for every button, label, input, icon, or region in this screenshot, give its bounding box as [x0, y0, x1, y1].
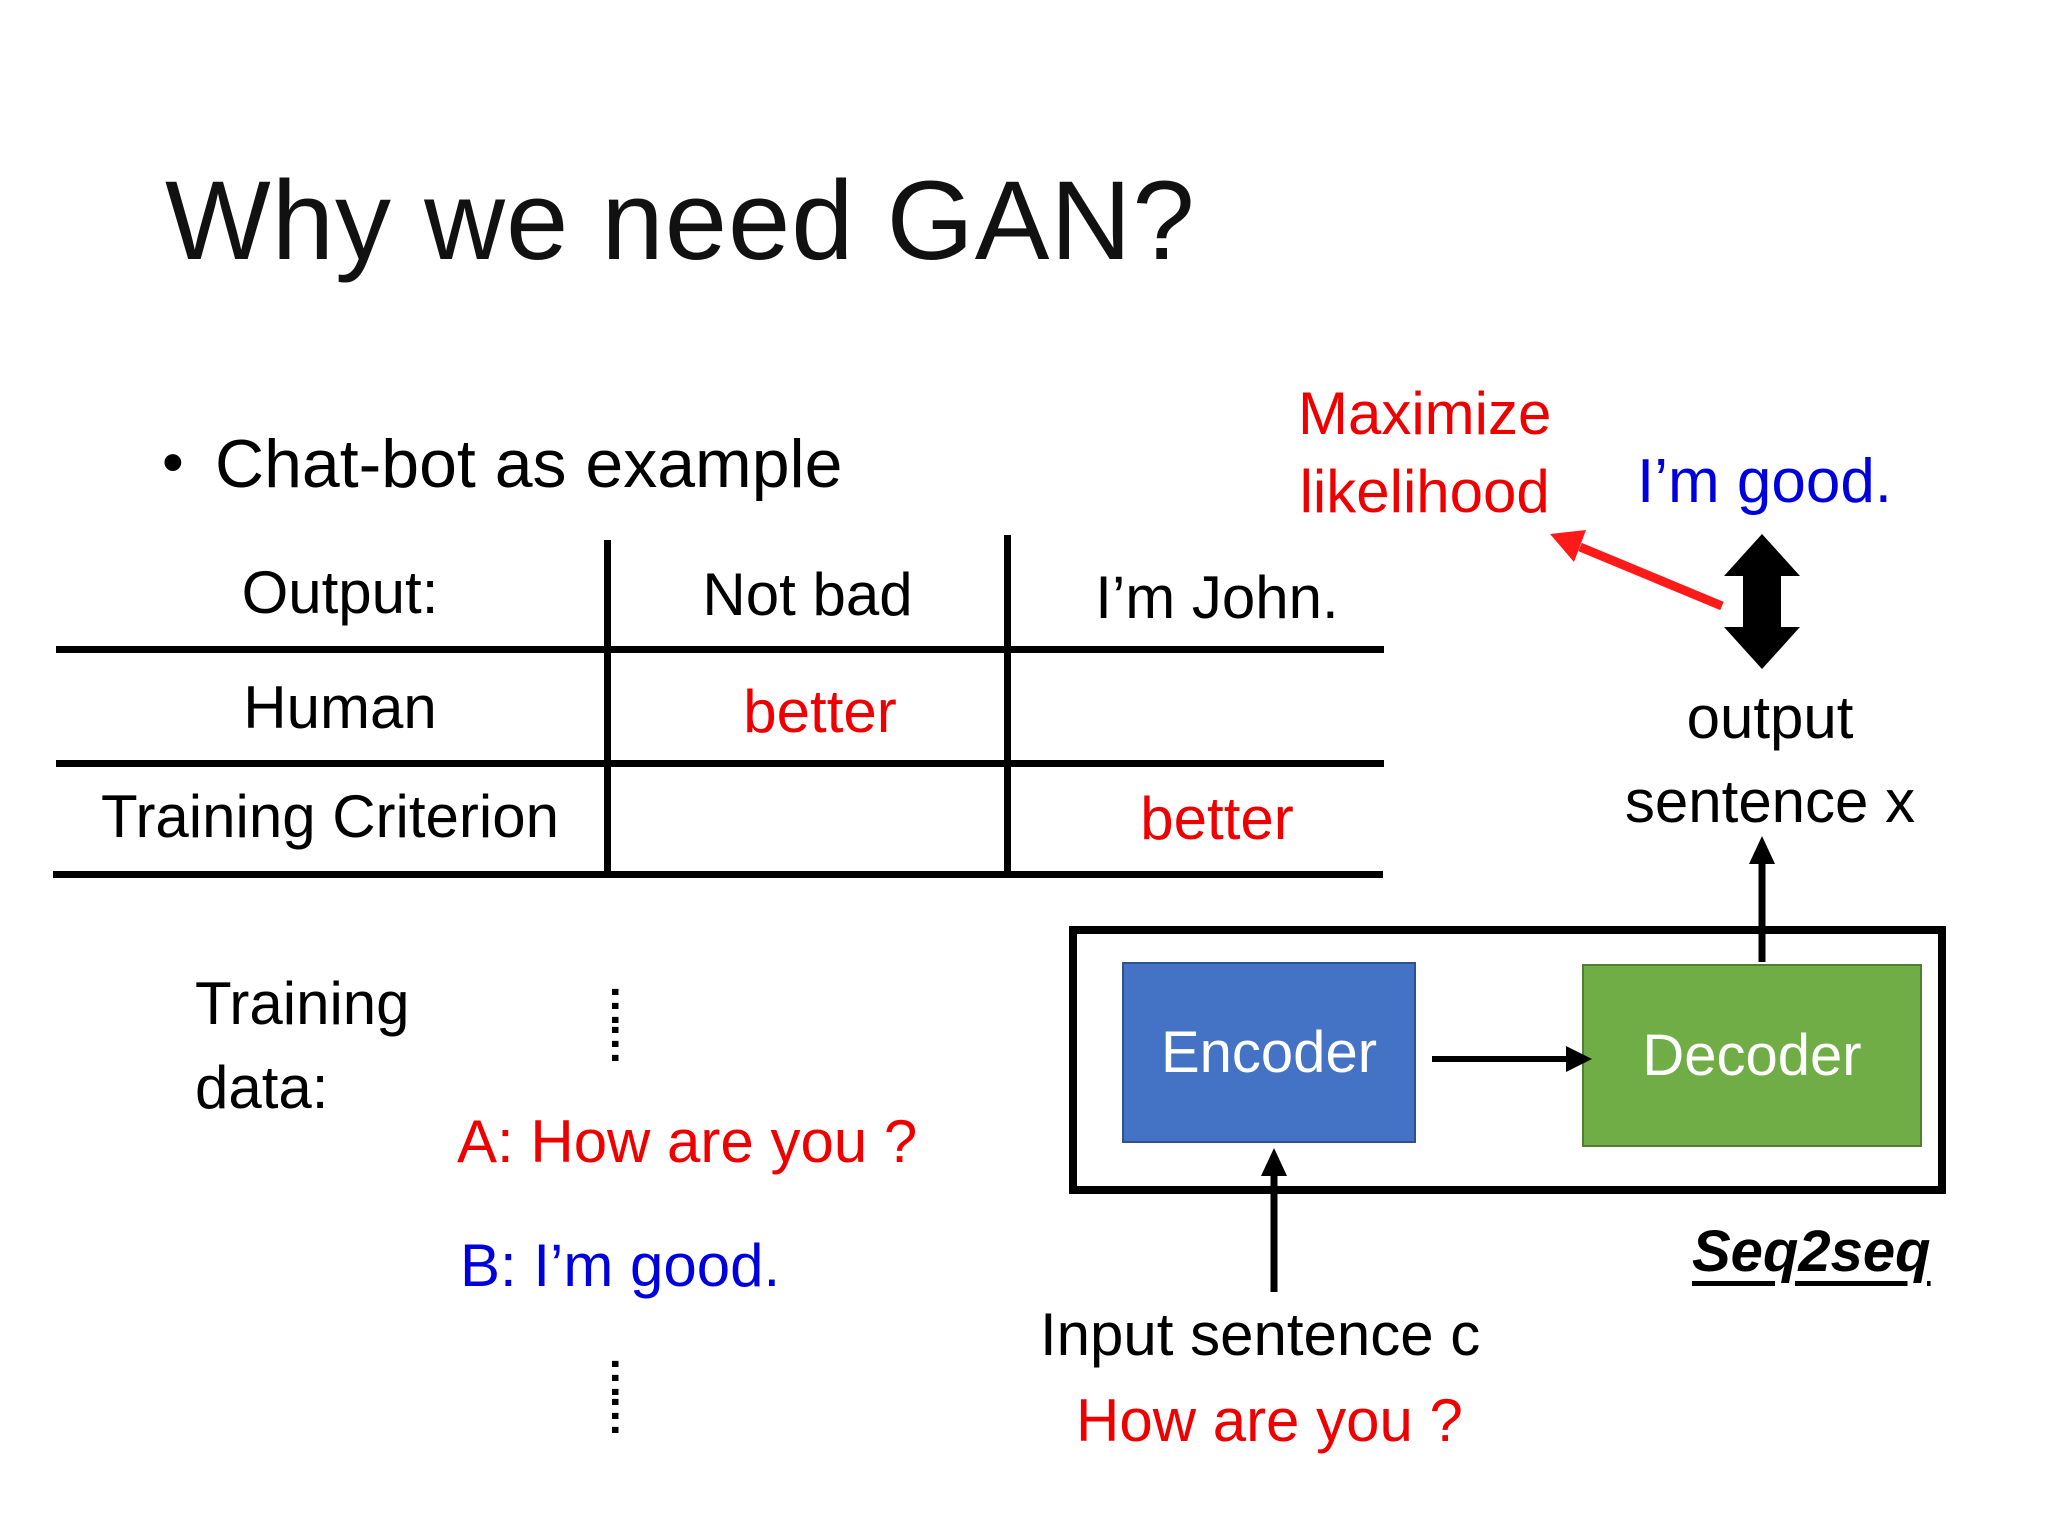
training-data-label: Training data:	[195, 962, 410, 1130]
table-header-im-john: I’m John.	[1095, 564, 1339, 631]
table-row-label-human: Human	[243, 674, 437, 741]
ellipsis-bottom: ……	[602, 1356, 651, 1432]
objective-label: Maximize likelihood	[1298, 375, 1551, 531]
maximize-likelihood-arrow	[1550, 530, 1724, 611]
table-header-output: Output:	[241, 559, 439, 626]
decoder-box: Decoder	[1582, 964, 1922, 1147]
input-to-encoder-arrow	[1261, 1148, 1287, 1292]
table-rule-bottom	[53, 871, 1383, 878]
table-cell-human-not-bad: better	[743, 678, 897, 745]
table-rule-top	[56, 646, 1384, 653]
training-line-a: A: How are you ?	[457, 1108, 918, 1175]
encoder-to-decoder-arrow	[1432, 1046, 1592, 1072]
objective-label-line2: likelihood	[1299, 458, 1550, 525]
ellipsis-top: ……	[602, 984, 651, 1060]
table-header-not-bad: Not bad	[702, 561, 913, 628]
bullet-text: Chat-bot as example	[215, 426, 843, 502]
training-data-label-line1: Training	[195, 970, 410, 1037]
seq2seq-frame	[1069, 926, 1946, 1194]
table-rule-middle	[56, 760, 1384, 767]
double-headed-arrow-icon	[1724, 534, 1800, 669]
training-data-label-line2: data:	[195, 1054, 329, 1121]
seq2seq-label: Seq2seq	[1692, 1219, 1931, 1284]
encoder-label: Encoder	[1160, 1020, 1378, 1085]
input-sentence-label: Input sentence c	[1040, 1301, 1481, 1368]
objective-label-line1: Maximize	[1298, 380, 1552, 447]
decoder-to-output-arrow	[1749, 836, 1775, 962]
output-sentence-example: I’m good.	[1637, 447, 1893, 516]
bullet-icon: •	[162, 428, 184, 497]
output-sentence-label-line1: output	[1686, 684, 1854, 751]
table-cell-criterion-im-john: better	[1140, 785, 1294, 852]
input-sentence-example: How are you ?	[1076, 1387, 1463, 1454]
table-column-divider-2	[1004, 535, 1011, 871]
table-row-label-training-criterion: Training Criterion	[101, 783, 559, 850]
table-column-divider-1	[604, 540, 611, 876]
encoder-box: Encoder	[1122, 962, 1416, 1143]
slide-title: Why we need GAN?	[165, 158, 1196, 283]
output-sentence-label: output sentence x	[1608, 676, 1932, 844]
output-sentence-label-line2: sentence x	[1624, 768, 1916, 835]
training-line-b: B: I’m good.	[460, 1232, 781, 1299]
decoder-label: Decoder	[1642, 1023, 1862, 1088]
